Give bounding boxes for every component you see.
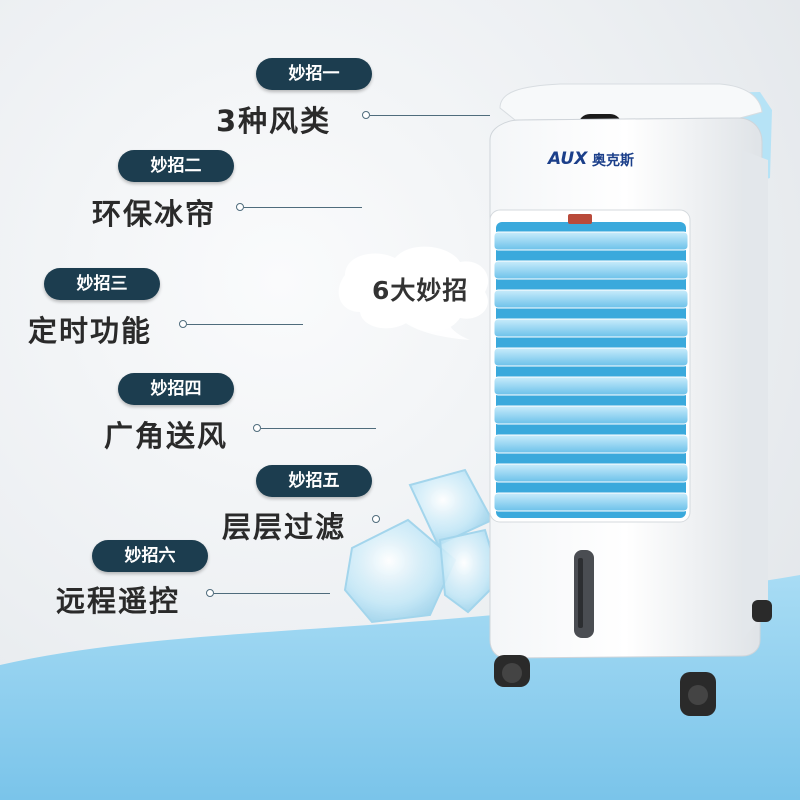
brand-logo: AUX [548,149,588,169]
connector-dot [206,589,214,597]
connector-line [261,428,376,429]
grill-slat [493,463,689,483]
air-cooler [489,83,772,716]
grill-slat [493,260,689,280]
feature-text: 3种风类 [216,104,332,138]
feature-text: 定时功能 [28,314,153,348]
feature-text: 层层过滤 [222,510,347,544]
feature-badge: 妙招六 [92,540,208,572]
grill-slat [493,376,689,396]
grill-slat [493,289,689,309]
brand-name: 奥克斯 [592,153,634,169]
grill-slat [493,492,689,512]
connector-line [214,593,330,594]
grill-slat [493,434,689,454]
cloud-bubble [338,246,489,340]
grill-slat [493,347,689,367]
connector-dot [179,320,187,328]
connector-dot [236,203,244,211]
feature-badge: 妙招五 [256,465,372,497]
connector-line [244,207,362,208]
feature-badge: 妙招三 [44,268,160,300]
connector-dot [362,111,370,119]
connector-dot [253,424,261,432]
connector-line [187,324,303,325]
feature-text: 广角送风 [104,419,229,453]
feature-badge: 妙招二 [118,150,234,182]
feature-text: 环保冰帘 [92,197,217,231]
grill-slat [493,405,689,425]
connector-line [370,115,490,116]
cloud-label: 6大妙招 [372,276,469,305]
feature-text: 远程遥控 [56,584,181,618]
ice-cubes [343,468,502,624]
feature-badge: 妙招一 [256,58,372,90]
grill-slat [493,318,689,338]
connector-dot [372,515,380,523]
grill-slat [493,231,689,251]
feature-badge: 妙招四 [118,373,234,405]
